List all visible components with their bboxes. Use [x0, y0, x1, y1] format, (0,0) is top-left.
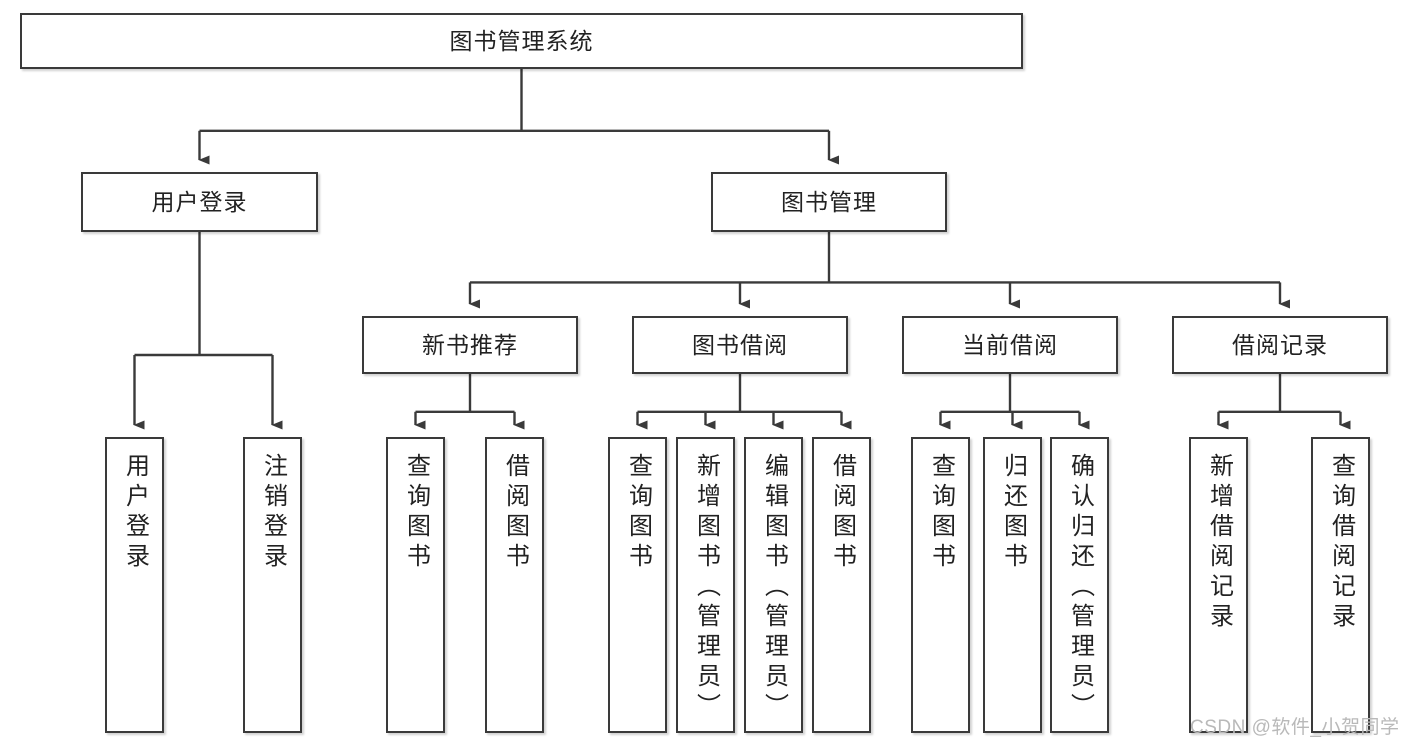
node-label: 新增借阅记录 — [1205, 453, 1233, 633]
node-box[interactable]: 查询图书 — [386, 437, 445, 733]
csdn-watermark: CSDN @软件_小贺同学 — [1190, 717, 1400, 738]
node-box[interactable]: 确认归还（管理员） — [1050, 437, 1109, 733]
node-label: 确认归还（管理员） — [1066, 453, 1094, 723]
node-box[interactable]: 查询图书 — [608, 437, 667, 733]
node-label: 查询借阅记录 — [1327, 453, 1355, 633]
node-label: 图书管理 — [781, 188, 877, 215]
node-box[interactable]: 图书借阅 — [632, 316, 848, 374]
node-box[interactable]: 归还图书 — [983, 437, 1042, 733]
node-box[interactable]: 注销登录 — [243, 437, 302, 733]
node-label: 查询图书 — [927, 453, 955, 573]
node-box[interactable]: 查询图书 — [911, 437, 970, 733]
node-box[interactable]: 借阅图书 — [812, 437, 871, 733]
node-label: 图书借阅 — [692, 331, 788, 358]
node-label: 查询图书 — [402, 453, 430, 573]
node-box[interactable]: 新增借阅记录 — [1189, 437, 1248, 733]
node-box[interactable]: 编辑图书（管理员） — [744, 437, 803, 733]
node-label: 查询图书 — [624, 453, 652, 573]
node-box[interactable]: 新增图书（管理员） — [676, 437, 735, 733]
node-box[interactable]: 用户登录 — [105, 437, 164, 733]
node-box[interactable]: 新书推荐 — [362, 316, 578, 374]
node-box[interactable]: 查询借阅记录 — [1311, 437, 1370, 733]
node-label: 用户登录 — [151, 188, 248, 215]
node-label: 当前借阅 — [962, 331, 1058, 358]
node-label: 归还图书 — [999, 453, 1027, 573]
node-label: 新增图书（管理员） — [692, 453, 720, 723]
node-label: 注销登录 — [259, 453, 287, 573]
node-box[interactable]: 用户登录 — [81, 172, 318, 232]
node-label: 图书管理系统 — [449, 27, 594, 54]
node-label: 用户登录 — [121, 453, 149, 573]
node-label: 编辑图书（管理员） — [760, 453, 788, 723]
node-label: 借阅图书 — [828, 453, 856, 573]
node-box[interactable]: 借阅图书 — [485, 437, 544, 733]
node-box[interactable]: 图书管理系统 — [20, 13, 1023, 69]
node-box[interactable]: 图书管理 — [711, 172, 947, 232]
node-label: 借阅图书 — [501, 453, 529, 573]
node-box[interactable]: 当前借阅 — [902, 316, 1118, 374]
node-label: 借阅记录 — [1232, 331, 1328, 358]
node-label: 新书推荐 — [422, 331, 518, 358]
node-box[interactable]: 借阅记录 — [1172, 316, 1388, 374]
